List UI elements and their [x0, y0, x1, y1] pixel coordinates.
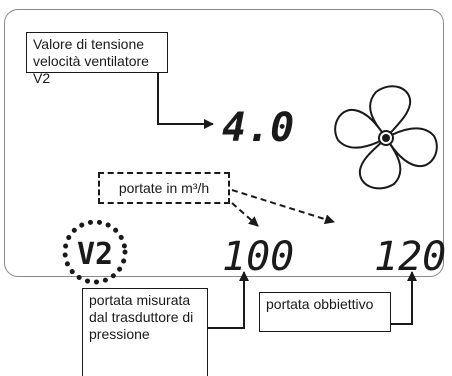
target-flow-value: 120 [374, 234, 446, 280]
measured-flow-callout: portata misurata dal trasduttore di pres… [82, 288, 208, 376]
flow-units-arrows [231, 189, 335, 227]
voltage-connector-arrow [157, 73, 214, 129]
speed-indicator-text: V2 [77, 237, 113, 272]
fan-icon [334, 85, 438, 190]
flow-units-callout-text: portate in m³/h [118, 180, 210, 196]
measured-flow-connector-arrow [208, 271, 249, 329]
target-flow-callout: portata obbiettivo [259, 292, 391, 332]
flow-units-callout: portate in m³/h [98, 172, 230, 204]
target-flow-connector-arrow [391, 271, 417, 325]
voltage-value: 4.0 [222, 105, 294, 151]
measured-flow-callout-text: portata misurata dal trasduttore di pres… [89, 292, 194, 342]
speed-indicator: V2 [62, 219, 128, 285]
voltage-callout-text: Valore di tensione velocità ventilatore … [33, 36, 149, 86]
measured-flow-value: 100 [222, 234, 294, 280]
voltage-callout: Valore di tensione velocità ventilatore … [26, 32, 168, 86]
target-flow-callout-text: portata obbiettivo [266, 296, 374, 312]
